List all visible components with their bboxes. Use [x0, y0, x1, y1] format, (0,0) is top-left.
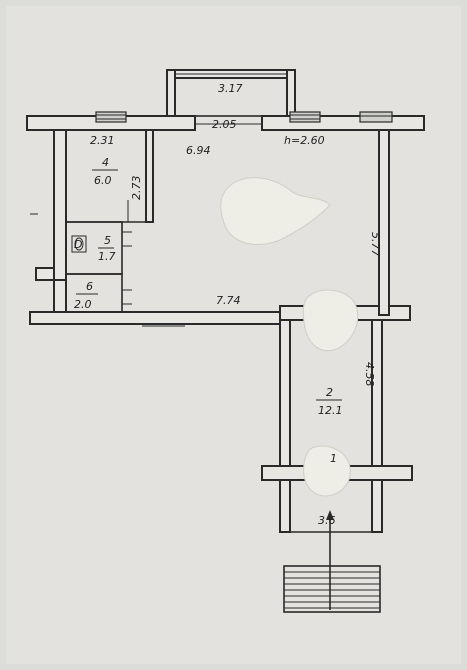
room4-depth-label: 2.73	[130, 176, 143, 201]
top-wall	[26, 111, 425, 131]
room4-area: 6.0	[94, 174, 112, 187]
paper-sheet	[6, 6, 461, 664]
vestibule-label: 3.6	[318, 514, 336, 527]
ceiling-height-label: h=2.60	[284, 134, 325, 147]
room2-number: 2	[326, 386, 333, 399]
left-wall	[30, 129, 67, 317]
room5-number: 5	[104, 234, 111, 247]
room4-number: 4	[102, 156, 109, 169]
toilet-icon	[71, 235, 87, 253]
entrance-arrow	[326, 510, 334, 610]
room1-number: 1	[330, 452, 337, 465]
stairs	[283, 565, 381, 613]
correction-marks	[220, 177, 359, 497]
room4-width-label: 2.31	[90, 134, 115, 147]
room6-area: 2.0	[74, 298, 92, 311]
window-span-label: 2.05	[212, 118, 237, 131]
room6-number: 6	[86, 280, 93, 293]
room2-area: 12.1	[318, 404, 343, 417]
bottom-width-label: 7.74	[216, 294, 241, 307]
room5-area: 1.7	[98, 250, 116, 263]
room2-length-label: 4.58	[363, 362, 376, 387]
right-wall-label: 5.77	[369, 232, 382, 257]
balcony-width-label: 3.17	[218, 82, 243, 95]
fixture-symbol: D	[74, 238, 82, 251]
main-width-label: 6.94	[186, 144, 211, 157]
